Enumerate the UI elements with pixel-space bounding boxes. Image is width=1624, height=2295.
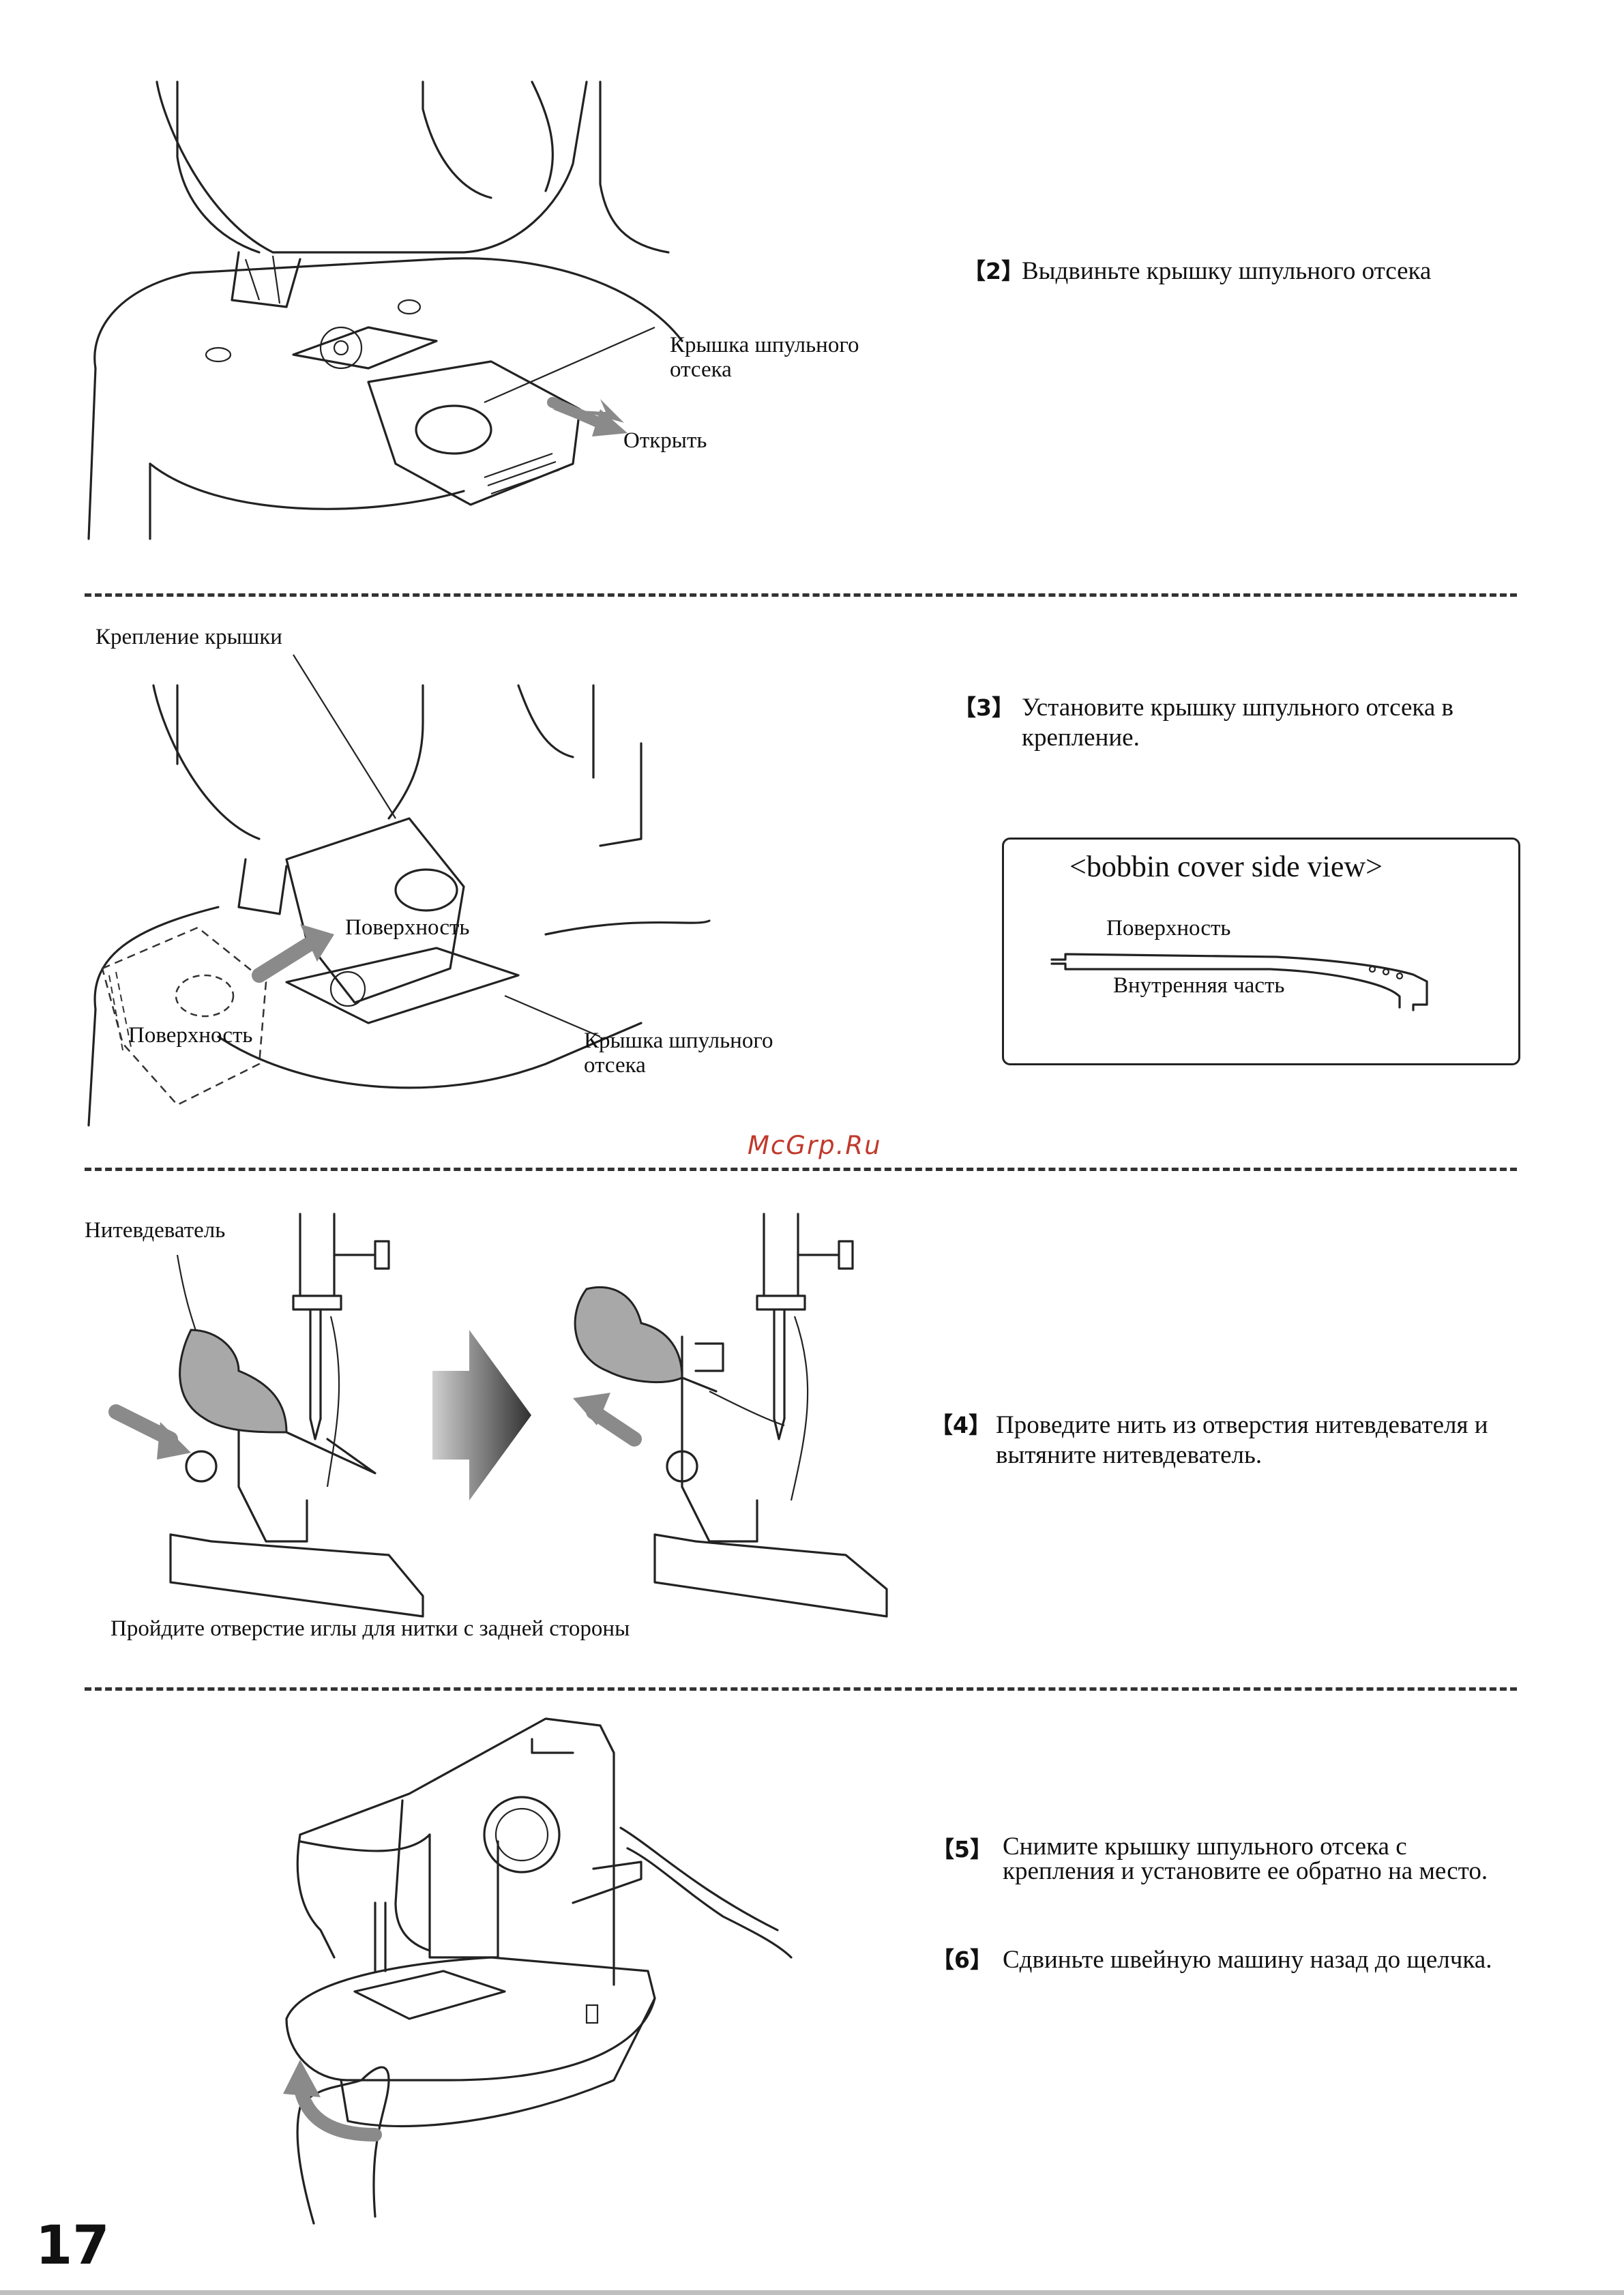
section-divider: [85, 593, 1517, 597]
side-view-surface-label: Поверхность: [1106, 916, 1231, 941]
step-4-number: 【4】: [930, 1412, 991, 1438]
side-view-box: <bobbin cover side view> Поверхность Вну…: [1002, 838, 1520, 1065]
side-view-title: <bobbin cover side view>: [1069, 850, 1383, 883]
step-4-text-line2: вытяните нитевдеватель.: [996, 1441, 1263, 1469]
step-4-text-line1: Проведите нить из отверстия нитевдевател…: [996, 1411, 1488, 1439]
mount-label: Крепление крышки: [95, 625, 282, 649]
cover-label-2: Крышка шпульного отсека: [584, 1028, 773, 1078]
cover-label-2-line2: отсека: [584, 1053, 646, 1078]
watermark: McGrp.Ru: [748, 1131, 882, 1160]
step-3-text-line2: крепление.: [1022, 724, 1140, 752]
step-6: 【6】 Сдвиньте швейную машину назад до щелч…: [932, 1945, 1492, 1975]
cover-label-2-line1: Крышка шпульного: [584, 1028, 773, 1053]
step-3-text-line1: Установите крышку шпульного отсека в: [1022, 694, 1453, 722]
step-3-number: 【3】: [954, 694, 1014, 721]
step-6-text: Сдвиньте швейную машину назад до щелчка.: [1003, 1946, 1492, 1974]
step-6-number: 【6】: [932, 1946, 992, 1973]
step-2-number: 【2】: [963, 258, 1024, 284]
cover-label-line2: отсека: [670, 357, 732, 382]
page-number: 17: [35, 2215, 110, 2277]
cover-label: Крышка шпульного отсека: [670, 333, 859, 382]
threader-caption: Пройдите отверстие иглы для нитки с задн…: [110, 1616, 630, 1641]
figure-sewing-machine: [283, 1717, 793, 2225]
step-2: 【2】Выдвиньте крышку шпульного отсека: [963, 256, 1431, 286]
step-4: 【4】Проведите нить из отверстия нитевдева…: [930, 1410, 1488, 1470]
step-2-text: Выдвиньте крышку шпульного отсека: [1022, 257, 1432, 285]
step-5-number: 【5】: [932, 1836, 992, 1863]
section-divider: [85, 1168, 1517, 1171]
threader-label: Нитевдеватель: [85, 1218, 226, 1243]
surface-label-ghost: Поверхность: [128, 1023, 253, 1048]
section-divider: [85, 1687, 1517, 1691]
step-4-text: Проведите нить из отверстия нитевдевател…: [996, 1410, 1488, 1470]
bottom-rule: [0, 2290, 1624, 2295]
cover-label-line1: Крышка шпульного: [670, 333, 859, 357]
surface-label-top: Поверхность: [345, 915, 470, 940]
figure-threader-before: [108, 1213, 424, 1618]
step-5-text-line2: крепления и установите ее обратно на мес…: [1003, 1857, 1488, 1885]
step-5-text-line1: Снимите крышку шпульного отсека с: [1003, 1833, 1407, 1861]
figure-open-bobbin-cover: [87, 80, 683, 540]
side-view-inner-label: Внутренняя часть: [1113, 973, 1285, 998]
side-view-profile: [1050, 953, 1428, 1011]
figure-threader-after: [573, 1213, 888, 1618]
transition-arrow: [432, 1330, 531, 1500]
open-label: Открыть: [623, 428, 707, 453]
figure-install-cover: [87, 654, 711, 1127]
